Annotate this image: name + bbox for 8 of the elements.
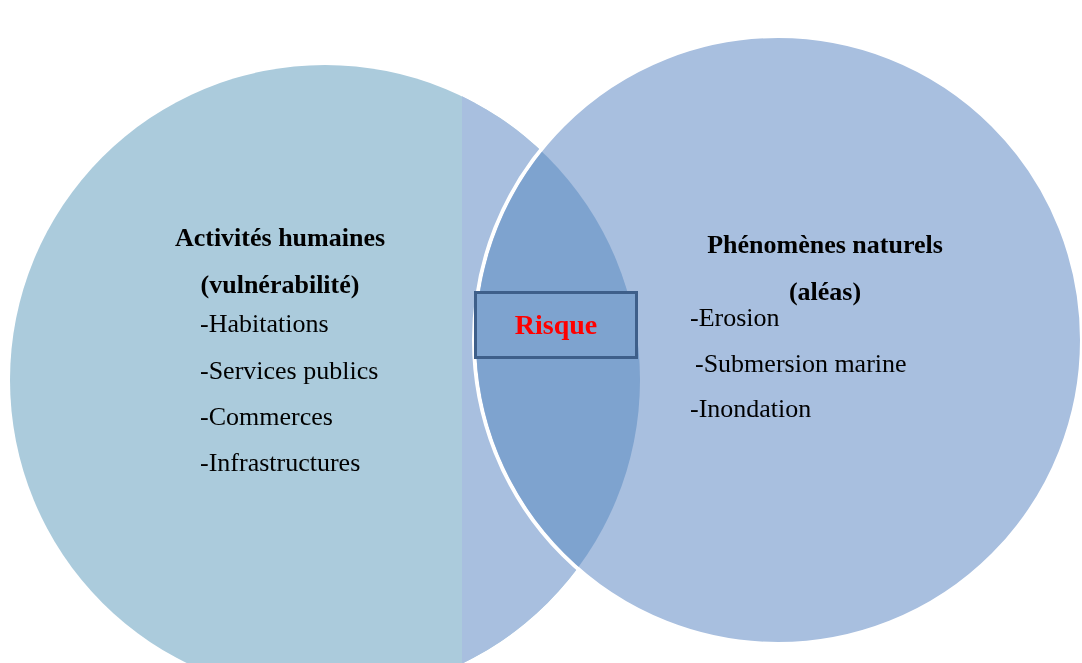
circle-heading: Activités humaines (vulnérabilité) [173,222,387,301]
list-item: -Commerces [200,401,333,433]
risk-label-box: Risque [474,291,638,359]
list-item: -Inondation [690,393,812,425]
list-item: -Services publics [200,355,379,387]
list-item: -Infrastructures [200,447,361,479]
list-item: -Submersion marine [695,348,907,380]
list-item: -Habitations [200,308,329,340]
